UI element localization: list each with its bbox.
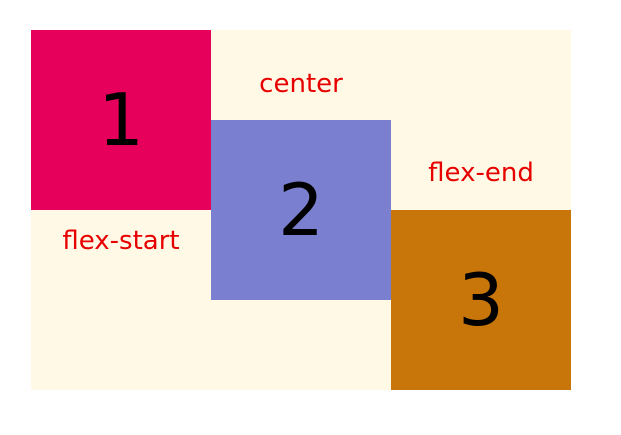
flex-item-1: 1 bbox=[31, 30, 211, 210]
label-flex-start: flex-start bbox=[62, 226, 180, 256]
item-3-number: 3 bbox=[458, 258, 504, 342]
label-flex-end: flex-end bbox=[428, 158, 534, 188]
item-1-number: 1 bbox=[98, 78, 144, 162]
flex-item-2: 2 bbox=[211, 120, 391, 300]
flex-item-3: 3 bbox=[391, 210, 571, 390]
label-center: center bbox=[259, 69, 343, 99]
flex-container: 1 flex-start center 2 flex-end 3 bbox=[31, 30, 571, 390]
item-2-number: 2 bbox=[278, 168, 324, 252]
